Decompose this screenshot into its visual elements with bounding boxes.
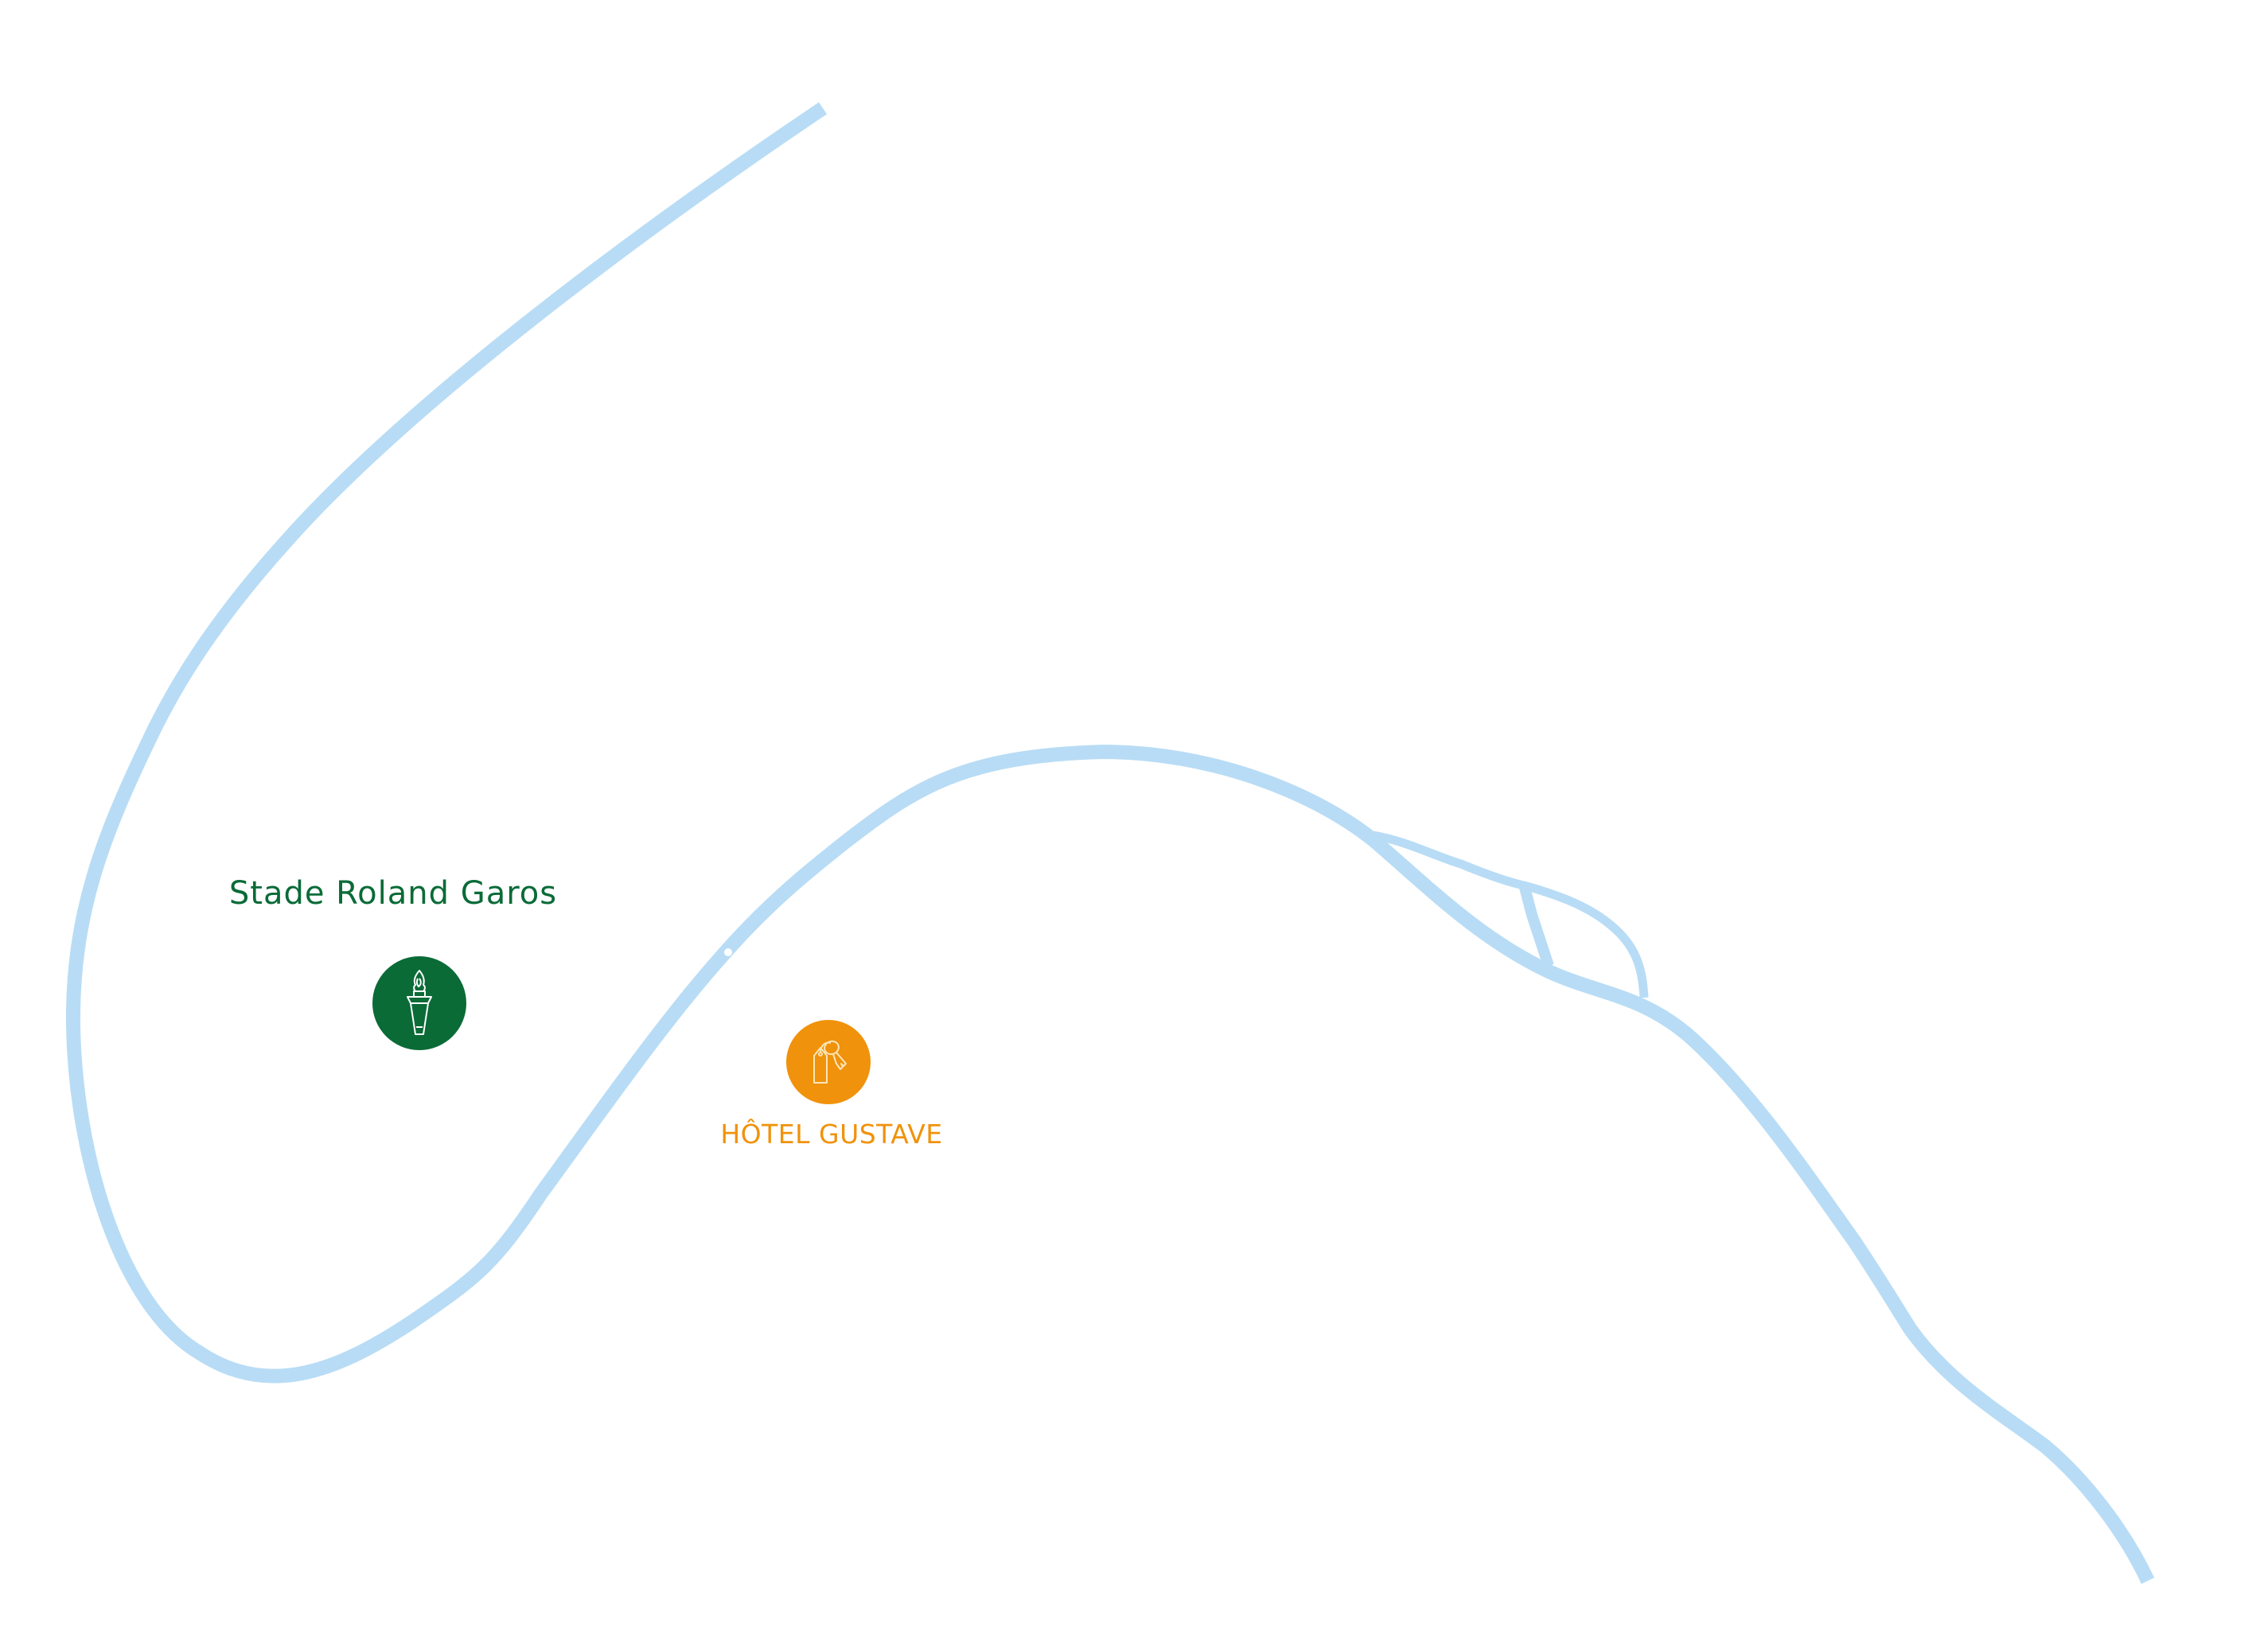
river-island-upper-branch (1373, 831, 1649, 998)
river-seine (65, 102, 2155, 1584)
place-marker-hotel[interactable] (786, 1020, 871, 1104)
place-label-stadium: Stade Roland Garos (228, 875, 558, 912)
place-marker-stadium[interactable] (372, 956, 466, 1050)
place-label-hotel: HÔTEL GUSTAVE (720, 1119, 943, 1150)
torch-icon (407, 970, 432, 1035)
river-main-channel (65, 102, 2155, 1584)
river-notch-marker (724, 948, 732, 956)
river-island-connector (1518, 883, 1554, 968)
hotel-key-icon (813, 1040, 847, 1084)
